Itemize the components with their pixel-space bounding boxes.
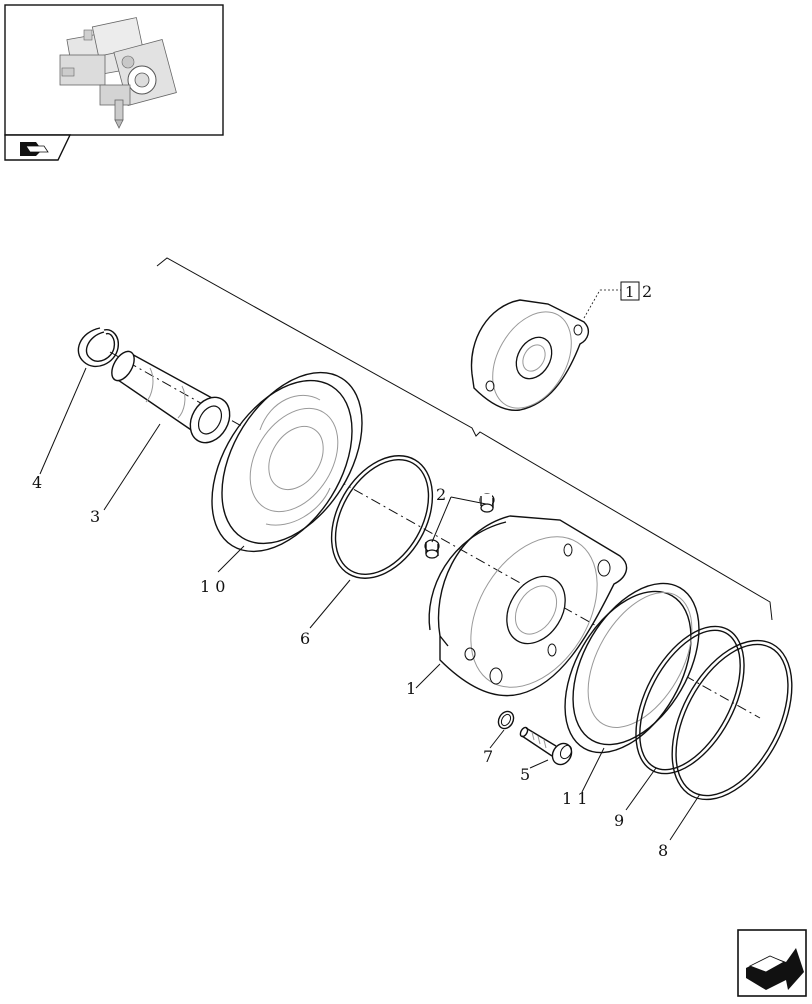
- label-part-7: 7: [483, 747, 493, 766]
- label-part-5: 5: [520, 765, 530, 784]
- part-9-ring[interactable]: [614, 609, 767, 792]
- part-12-alt-flange[interactable]: [470, 281, 640, 422]
- part-6-o-ring[interactable]: [311, 438, 453, 596]
- forward-arrow-icon[interactable]: [737, 929, 807, 997]
- part-1-flange-housing[interactable]: [428, 514, 628, 710]
- label-part-12-suffix: 2: [642, 282, 652, 301]
- label-part-6: 6: [300, 629, 310, 648]
- label-part-4: 4: [32, 473, 42, 492]
- label-part-8: 8: [658, 841, 668, 860]
- label-part-12-prefix: 1: [625, 283, 635, 301]
- label-part-9: 9: [614, 811, 624, 830]
- label-part-3: 3: [90, 507, 100, 526]
- part-8-large-ring[interactable]: [647, 621, 812, 820]
- pump-assembly-thumbnail-icon: [59, 17, 177, 129]
- label-part-11: 1 1: [562, 789, 587, 808]
- part-7-small-o-ring[interactable]: [495, 709, 516, 732]
- part-4-snap-ring[interactable]: [77, 327, 119, 367]
- leader-lines: [39, 367, 701, 841]
- label-part-10: 1 0: [200, 577, 225, 596]
- thumbnail-panel[interactable]: [4, 4, 224, 161]
- part-10-valve-plate[interactable]: [183, 348, 391, 577]
- assembly-bracket: [156, 257, 773, 621]
- label-part-1: 1: [406, 679, 416, 698]
- part-5-bolt[interactable]: [519, 726, 575, 768]
- part-labels: 4 3 1 0 6 2 1 7 5 1 1 9 8 1 2: [32, 282, 668, 860]
- part-11-cover-plate[interactable]: [539, 562, 725, 774]
- label-part-2: 2: [436, 485, 446, 504]
- book-arrow-icon[interactable]: [20, 142, 49, 156]
- part-3-sleeve[interactable]: [107, 348, 237, 450]
